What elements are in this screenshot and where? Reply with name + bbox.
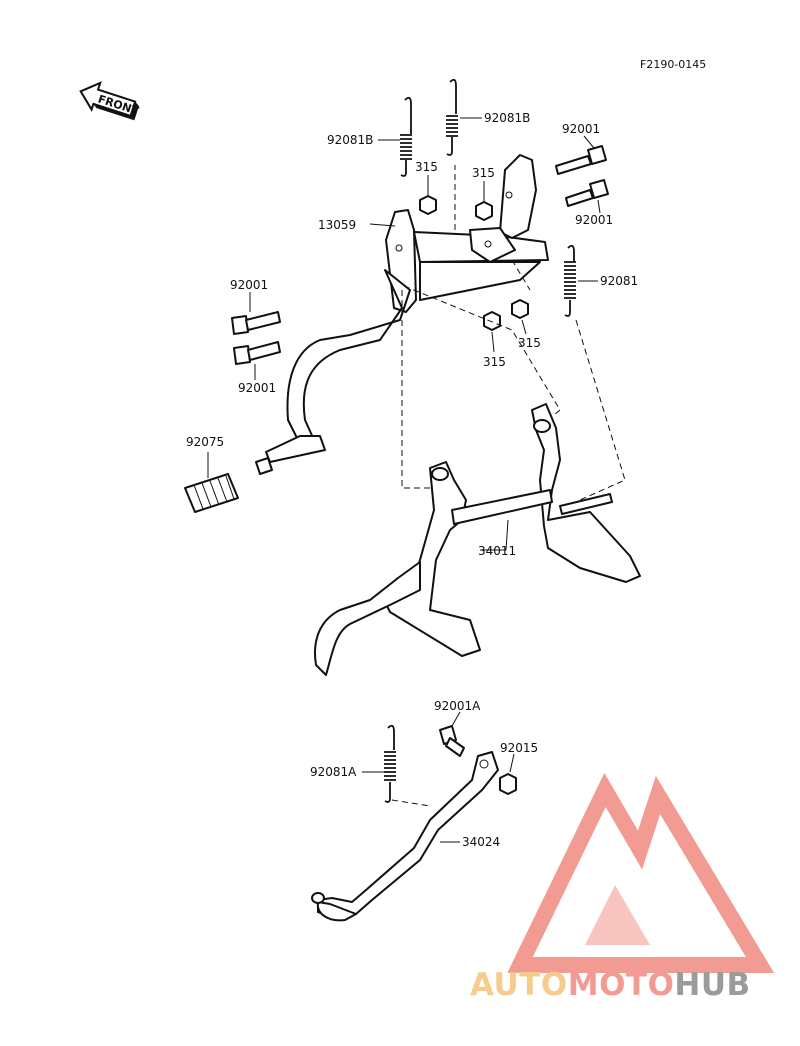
- label-92001-top-1: 92001: [562, 122, 600, 136]
- bolt-92001-left-2: 92001: [233, 341, 281, 395]
- label-92075: 92075: [186, 435, 224, 449]
- spring-92081b-left: [400, 96, 412, 177]
- nut-315-upper-right: 315: [472, 166, 495, 221]
- center-stand-lever: [265, 269, 411, 463]
- watermark-text-moto: MOTO: [568, 967, 675, 1003]
- spring-92081b-right: [446, 78, 458, 156]
- label-92001-top-2: 92001: [575, 213, 613, 227]
- bolt-92001a: 92001A: [434, 699, 481, 757]
- watermark-text-auto: AUTO: [470, 967, 568, 1003]
- label-92001a: 92001A: [434, 699, 481, 713]
- label-92081b-right: 92081B: [484, 111, 530, 125]
- label-34011: 34011: [478, 544, 516, 558]
- watermark-logo: AUTOMOTOHUB: [470, 773, 775, 1003]
- dashed-guides: [401, 165, 626, 501]
- label-92081: 92081: [600, 274, 638, 288]
- label-315-lower-right: 315: [518, 336, 541, 350]
- watermark-triangle-icon: [507, 773, 775, 973]
- label-315-lower-left: 315: [483, 355, 506, 369]
- pedal-rubber-92075: 92075: [184, 435, 273, 513]
- label-34024: 34024: [462, 835, 500, 849]
- nut-92015: 92015: [499, 741, 538, 795]
- watermark-text-hub: HUB: [674, 967, 750, 1003]
- nut-315-lower-left: 315: [483, 311, 506, 369]
- label-92001-left-1: 92001: [230, 278, 268, 292]
- diagram-code: F2190-0145: [640, 58, 706, 71]
- label-92081a: 92081A: [310, 765, 357, 779]
- bolt-92001-top-2: 92001: [565, 179, 613, 227]
- label-315-upper-left: 315: [415, 160, 438, 174]
- label-13059: 13059: [318, 218, 356, 232]
- watermark-inner-triangle-icon: [585, 885, 650, 945]
- label-315-upper-right: 315: [472, 166, 495, 180]
- spring-92081a: 92081A: [310, 724, 431, 807]
- bolt-92001-top-1: 92001: [555, 122, 607, 175]
- label-92001-left-2: 92001: [238, 381, 276, 395]
- front-arrow-icon: FRONT: [79, 81, 141, 121]
- bolt-92001-left-1: 92001: [230, 278, 281, 335]
- bracket-13059: 13059: [318, 154, 549, 313]
- svg-text:AUTOMOTOHUB: AUTOMOTOHUB: [470, 967, 751, 1003]
- label-92081b-left: 92081B: [327, 133, 373, 147]
- label-92015: 92015: [500, 741, 538, 755]
- side-stand-34024: 34024: [311, 751, 500, 922]
- nut-315-lower-right: 315: [511, 299, 541, 350]
- spring-92081-right: 92081: [564, 244, 638, 317]
- nut-315-upper-left: 315: [415, 160, 438, 215]
- center-stand-34011: 34011: [314, 403, 641, 676]
